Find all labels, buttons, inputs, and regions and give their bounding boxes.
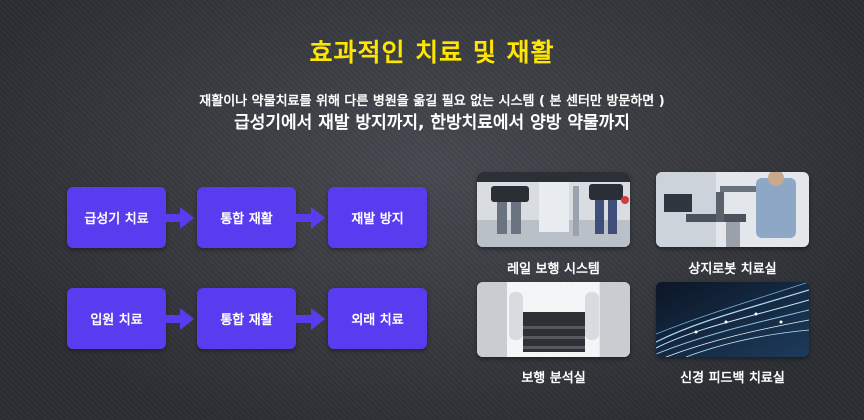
arrow-right-icon [295, 308, 325, 330]
arrow-right-icon [164, 207, 194, 229]
upper-limb-robot-photo [656, 172, 809, 247]
flow-step-integrated-rehab: 통합 재활 [197, 288, 296, 349]
flow-step-acute-care: 급성기 치료 [67, 187, 166, 248]
rail-gait-system-photo [477, 172, 630, 247]
subtitle-line-2: 급성기에서 재발 방지까지, 한방치료에서 양방 약물까지 [234, 113, 630, 133]
arrow-right-icon [164, 308, 194, 330]
upper-limb-robot-caption: 상지로봇 치료실 [688, 262, 777, 277]
arrow-right-icon [295, 207, 325, 229]
rail-gait-system-caption: 레일 보행 시스템 [507, 262, 600, 277]
gait-analysis-photo [477, 282, 630, 357]
flow-step-relapse-prevention: 재발 방지 [328, 187, 427, 248]
gait-analysis-caption: 보행 분석실 [521, 371, 586, 386]
flow-row-1: 급성기 치료 통합 재활 재발 방지 [67, 187, 427, 248]
neurofeedback-photo [656, 282, 809, 357]
flow-step-outpatient-care: 외래 치료 [328, 288, 427, 349]
flow-row-2: 입원 치료 통합 재활 외래 치료 [67, 288, 427, 349]
subtitle-line-1: 재활이나 약물치료를 위해 다른 병원을 옮길 필요 없는 시스템 ( 본 센터… [199, 94, 665, 109]
neurofeedback-caption: 신경 피드백 치료실 [680, 371, 785, 386]
page-title: 효과적인 치료 및 재활 [309, 38, 555, 67]
flow-step-inpatient-care: 입원 치료 [67, 288, 166, 349]
flow-step-integrated-rehab: 통합 재활 [197, 187, 296, 248]
